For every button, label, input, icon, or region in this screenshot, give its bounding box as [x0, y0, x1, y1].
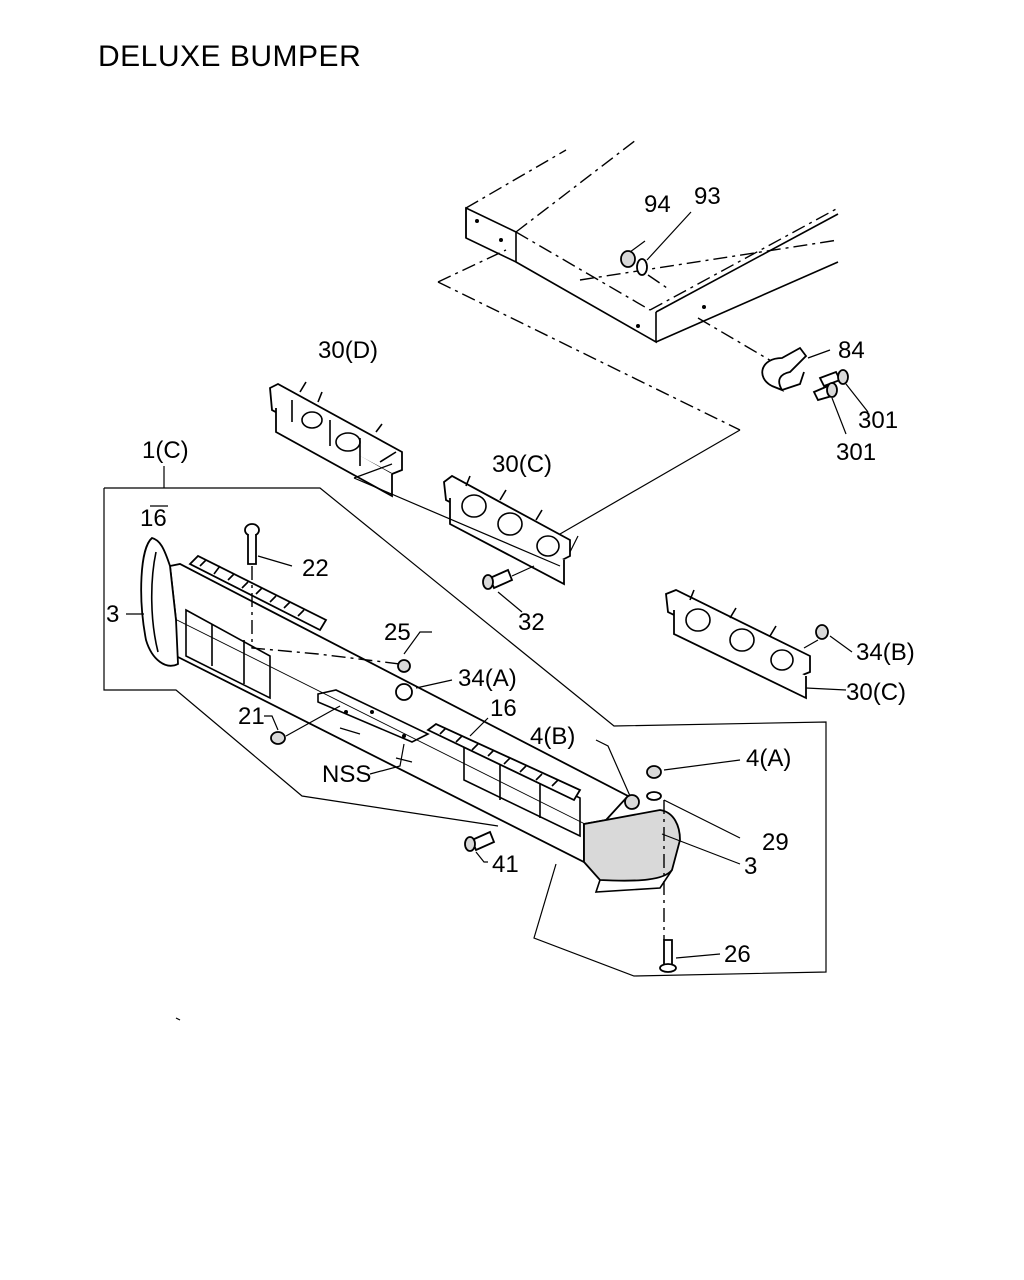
tow-hook-84 — [761, 346, 808, 392]
nut-4b — [624, 794, 640, 810]
bracket-30c-upper — [443, 474, 571, 586]
callout-26: 26 — [724, 941, 751, 968]
bolt-32 — [482, 568, 514, 590]
diagram-title: DELUXE BUMPER — [98, 40, 362, 73]
bracket-30d — [269, 381, 403, 498]
callout-nss: NSS — [322, 761, 371, 788]
nut-94 — [620, 250, 636, 268]
washer-29 — [646, 791, 662, 801]
assembly-outline-1c — [103, 466, 827, 977]
nut-4a — [646, 765, 662, 779]
bolt-26 — [659, 939, 677, 973]
nut-34a — [395, 683, 413, 701]
callout-301-upper: 301 — [858, 407, 898, 434]
callout-21: 21 — [238, 703, 265, 730]
callout-22: 22 — [302, 555, 329, 582]
callout-34a: 34(A) — [458, 665, 517, 692]
callout-32: 32 — [518, 609, 545, 636]
callout-30d: 30(D) — [318, 337, 378, 364]
bolt-41 — [464, 830, 496, 852]
callout-30c-right: 30(C) — [846, 679, 906, 706]
nut-34b — [815, 624, 829, 640]
callout-4a: 4(A) — [746, 745, 791, 772]
bolt-22 — [244, 523, 260, 565]
washer-25 — [397, 659, 411, 673]
callout-30c-upper: 30(C) — [492, 451, 552, 478]
chassis-frame — [437, 139, 839, 431]
callout-93: 93 — [694, 183, 721, 210]
callout-41: 41 — [492, 851, 519, 878]
bolt-301-upper — [818, 369, 849, 388]
callout-29: 29 — [762, 829, 789, 856]
end-cap-3-right — [583, 809, 681, 893]
callout-301-lower: 301 — [836, 439, 876, 466]
end-cap-3-left — [140, 537, 179, 667]
callout-94: 94 — [644, 191, 671, 218]
callout-16-right: 16 — [490, 695, 517, 722]
bolt-21 — [270, 731, 286, 745]
callout-84: 84 — [838, 337, 865, 364]
callout-3-right: 3 — [744, 853, 757, 880]
callout-3-left: 3 — [106, 601, 119, 628]
callout-4b: 4(B) — [530, 723, 575, 750]
callout-16-left: 16 — [140, 505, 167, 532]
callout-25: 25 — [384, 619, 411, 646]
step-pad-16-right — [426, 722, 582, 802]
callout-34b: 34(B) — [856, 639, 915, 666]
step-pad-16-left — [188, 554, 328, 632]
bolt-301-lower — [812, 382, 838, 402]
washer-93 — [636, 258, 648, 276]
bracket-30c-right — [665, 589, 811, 700]
callout-1c: 1(C) — [142, 437, 189, 464]
